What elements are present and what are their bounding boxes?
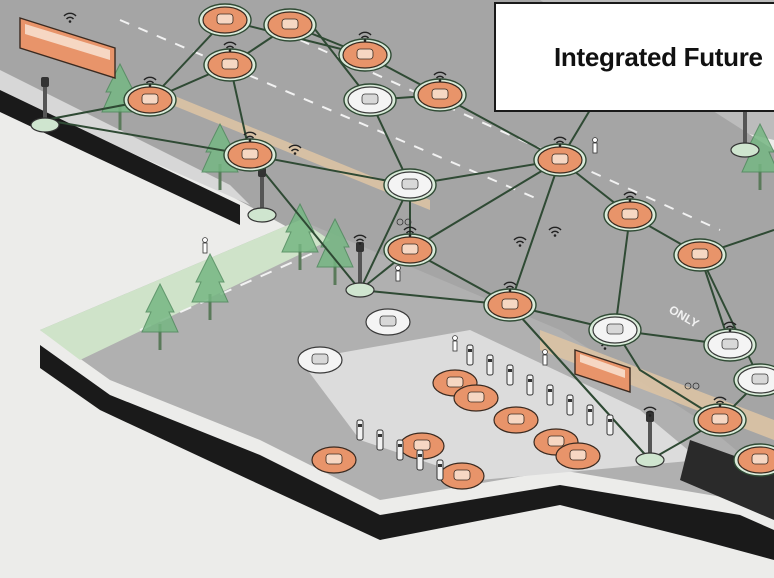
pedestrian-icon <box>202 237 208 254</box>
charging-station-icon <box>606 414 614 436</box>
people <box>202 137 700 390</box>
car-icon <box>453 384 499 412</box>
pedestrian-icon <box>542 349 548 366</box>
charging-station-icon <box>486 354 494 376</box>
charging-station-icon <box>546 384 554 406</box>
van <box>574 339 631 393</box>
charging-station-icon <box>376 429 384 451</box>
car-icon <box>493 406 539 434</box>
page-title: Integrated Future <box>554 41 763 72</box>
car-icon <box>297 346 343 374</box>
pedestrian-icon <box>395 265 401 282</box>
pedestrian-icon <box>452 335 458 352</box>
car-icon <box>311 446 357 474</box>
charging-station-icon <box>396 439 404 461</box>
charging-station-icon <box>566 394 574 416</box>
car-icon <box>439 462 485 490</box>
charging-station-icon <box>586 404 594 426</box>
charging-station-icon <box>526 374 534 396</box>
cyclist-icon <box>684 382 700 390</box>
bus <box>19 12 116 79</box>
connected-vehicles <box>123 3 774 477</box>
title-panel: Integrated Future <box>494 2 774 112</box>
charging-station-icon <box>436 459 444 481</box>
charging-station-icon <box>506 364 514 386</box>
cyclist-icon <box>396 218 412 226</box>
pedestrian-icon <box>592 137 598 154</box>
charging-station-icon <box>356 419 364 441</box>
car-icon <box>365 308 411 336</box>
charging-station-icon <box>416 449 424 471</box>
car-icon <box>555 442 601 470</box>
charging-station-icon <box>466 344 474 366</box>
